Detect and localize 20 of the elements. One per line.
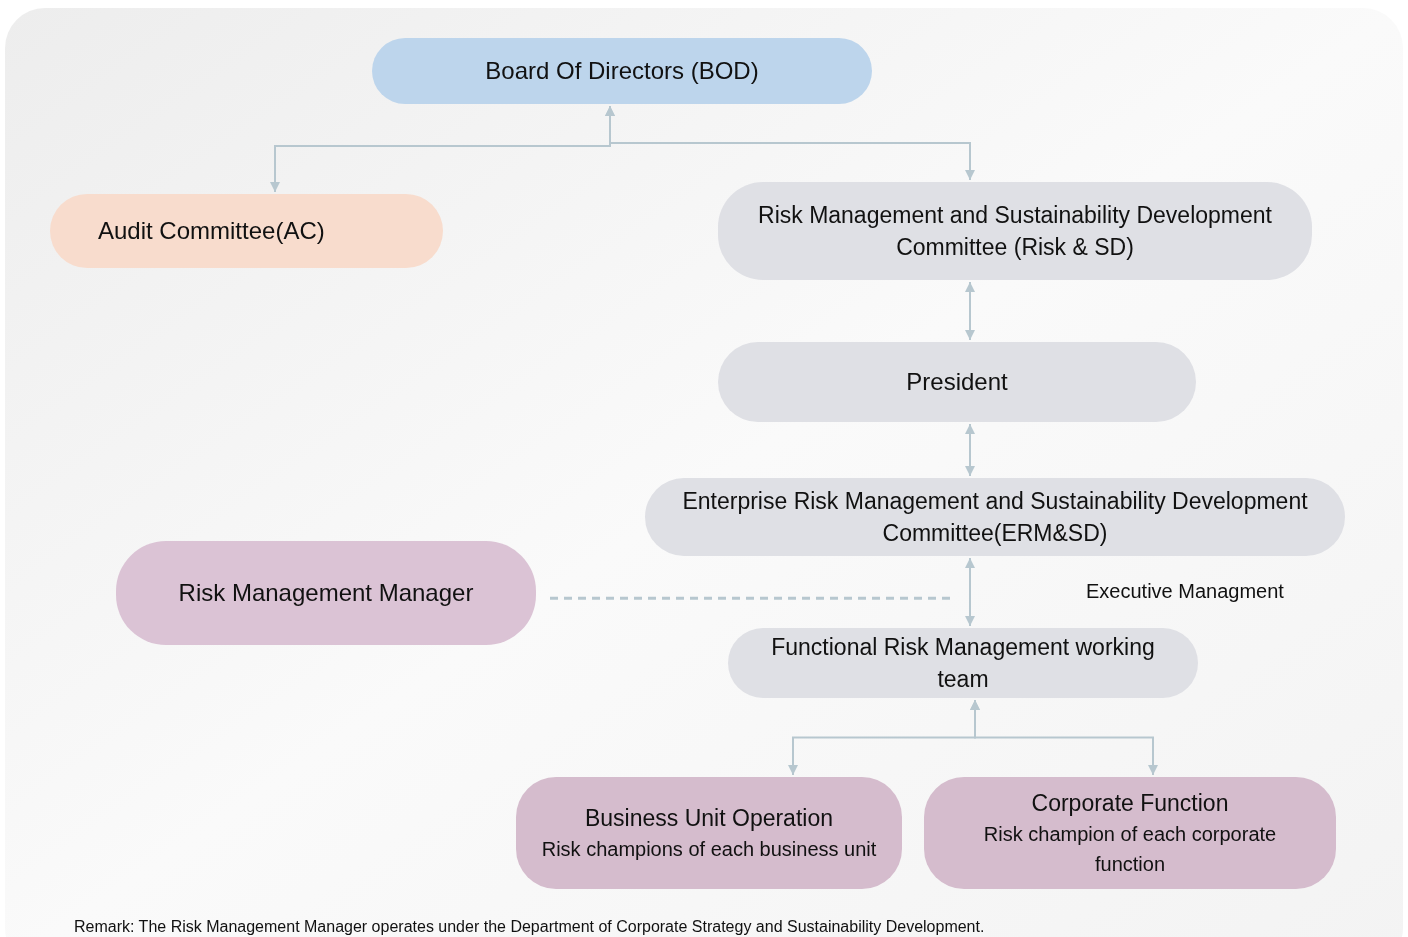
remark-note: Remark: The Risk Management Manager operates under the Department of Corporate Strategy and Sustainability Development. (74, 917, 985, 937)
node-title: Audit Committee(AC) (98, 216, 325, 246)
node-title: Enterprise Risk Management and Sustainability Development Committee(ERM&SD) (681, 487, 1309, 548)
node-description: Risk champion of each corporate function (982, 822, 1278, 877)
unit-box (516, 777, 902, 889)
node-title: Corporate Function (1031, 789, 1229, 818)
arrow (605, 105, 975, 181)
arrow (965, 557, 975, 627)
function-box (924, 777, 1336, 889)
node-title: Board Of Directors (BOD) (485, 56, 759, 86)
arrow (965, 423, 975, 477)
node-title: Business Unit Operation (585, 804, 833, 833)
node-title: Risk Management Manager (178, 578, 474, 608)
node-title: Functional Risk Management working team (770, 633, 1156, 694)
side-label: Executive Managment (1086, 579, 1284, 604)
node-description: Risk champions of each business unit (541, 837, 877, 862)
arrow (965, 281, 975, 341)
node-title: President (906, 367, 1008, 397)
arrow (970, 699, 1158, 776)
node-title: Risk Management and Sustainability Development Committee (Risk & SD) (757, 201, 1273, 262)
